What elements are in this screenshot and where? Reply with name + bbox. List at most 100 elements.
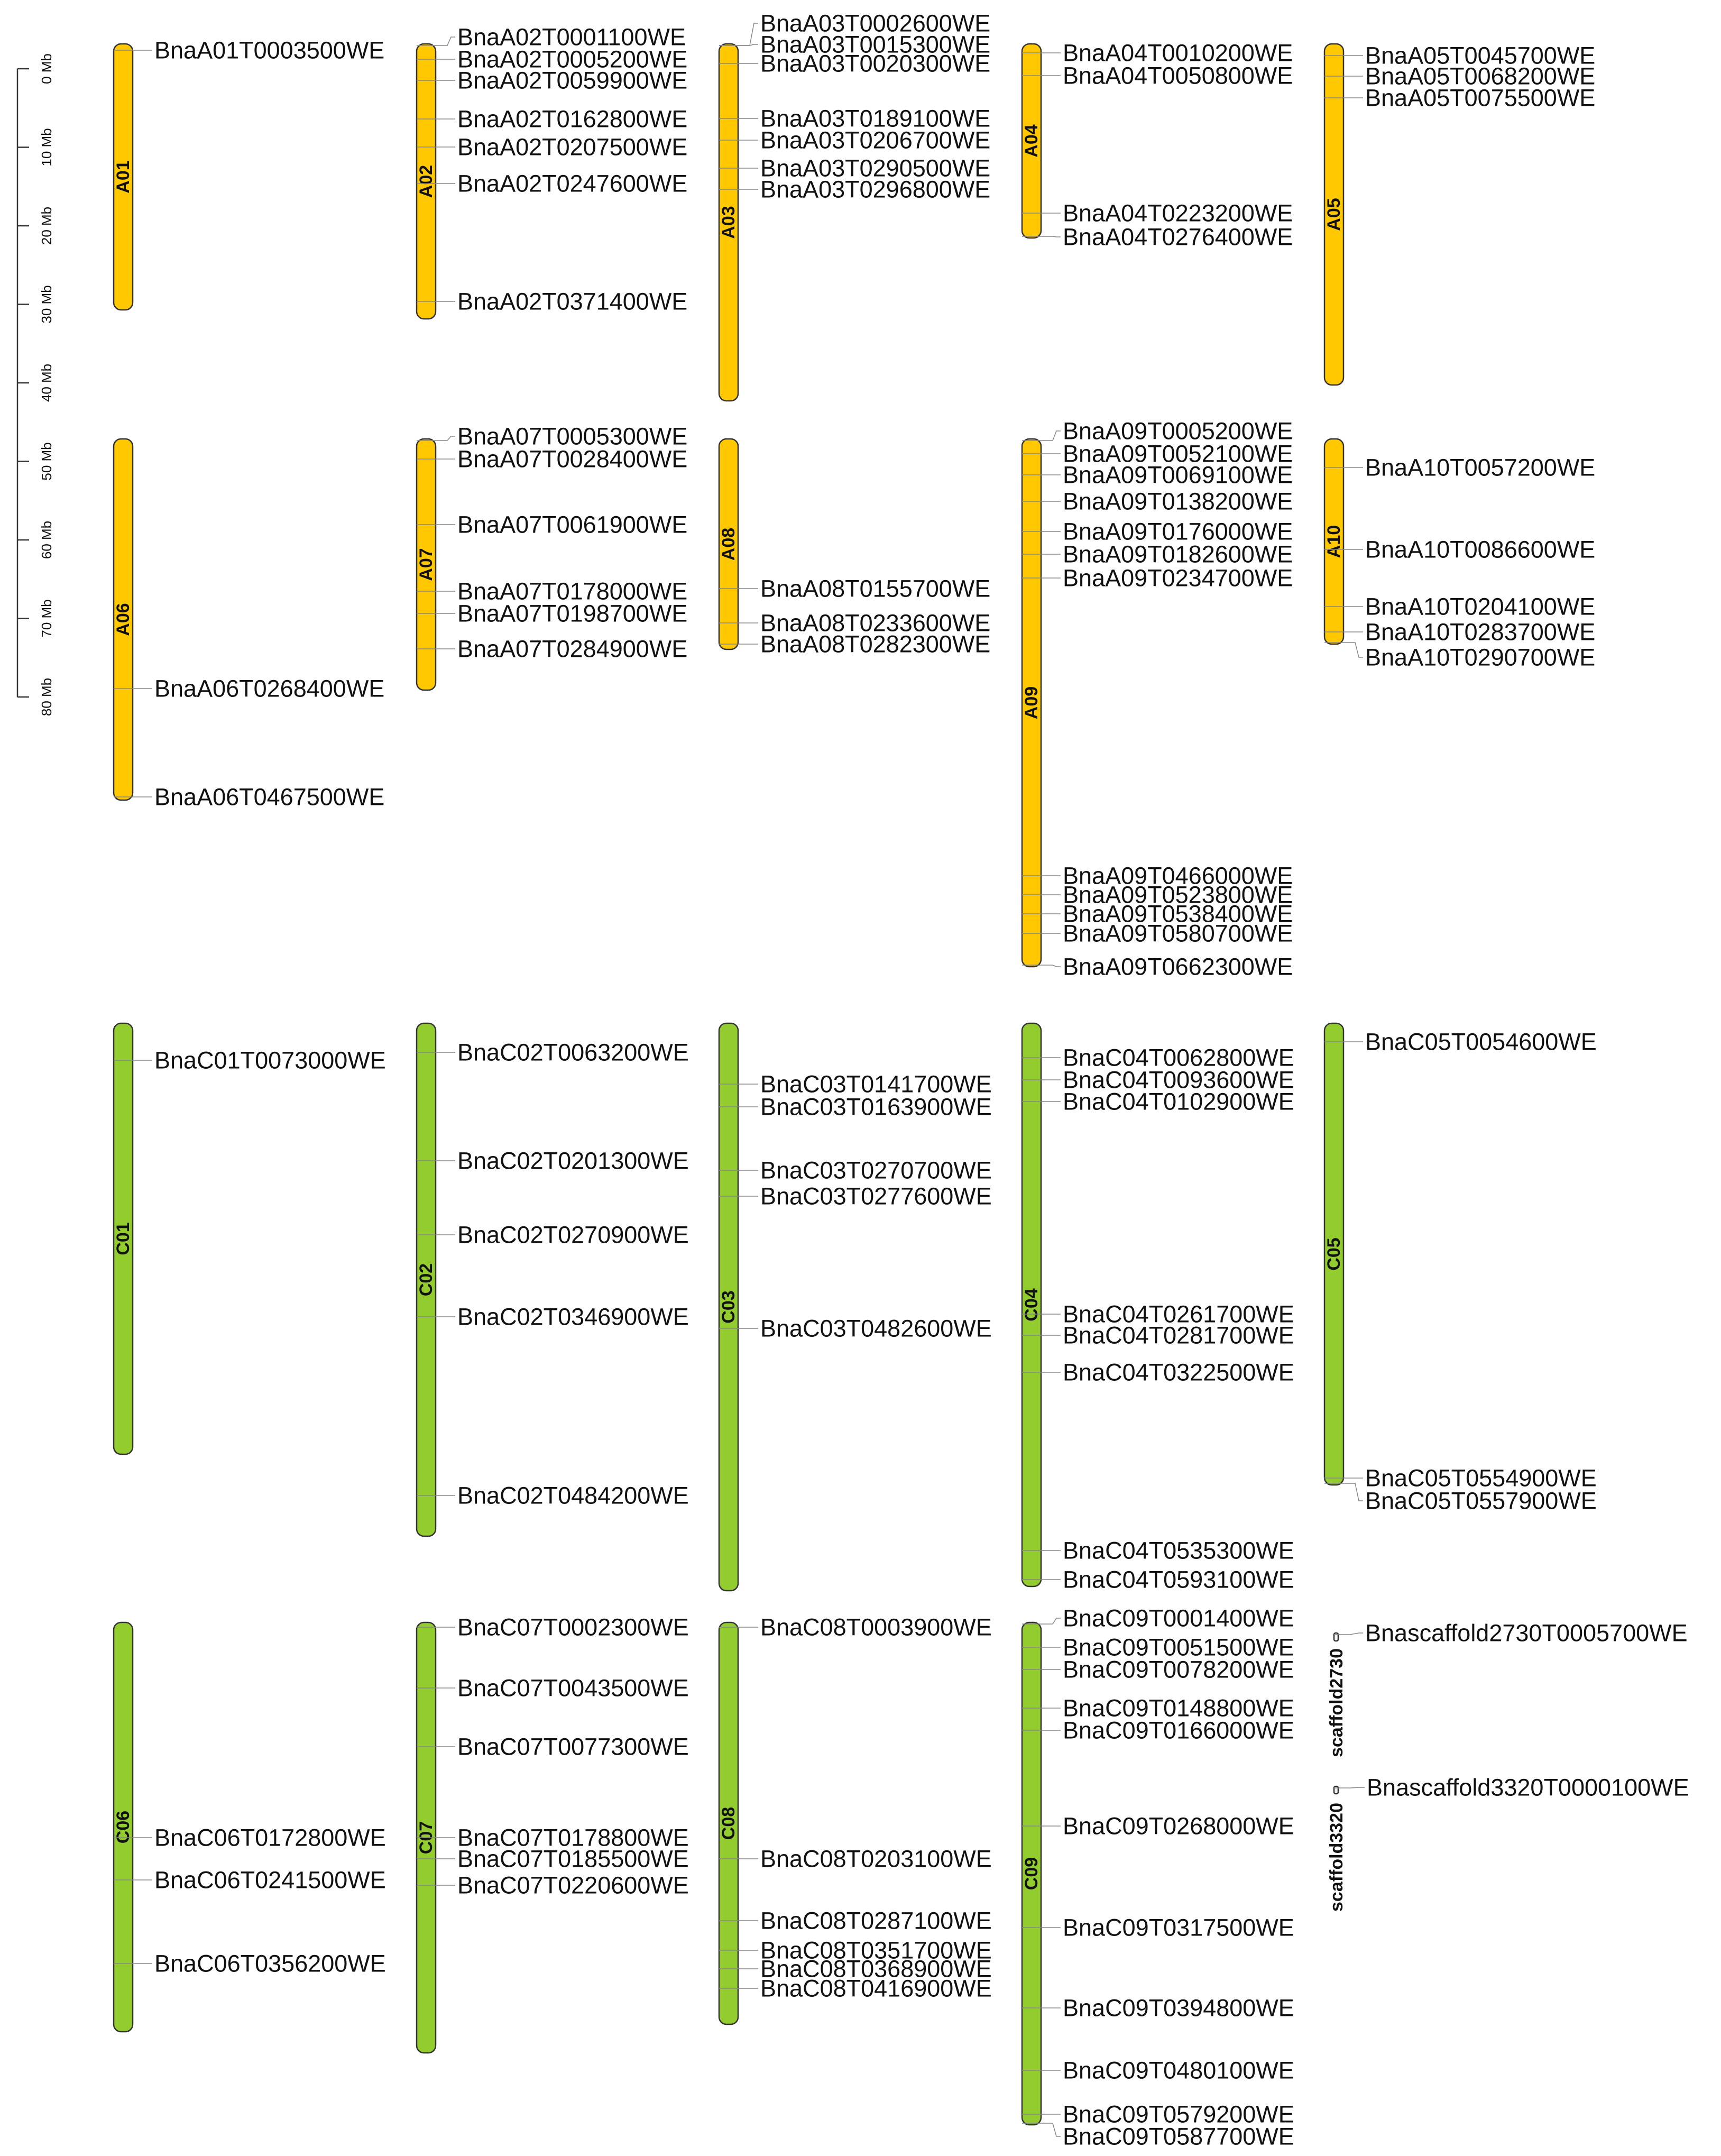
gene-label: BnaA03T0206700WE: [760, 127, 990, 154]
gene-label: BnaC09T0001400WE: [1063, 1605, 1294, 1632]
gene-label: BnaC08T0203100WE: [760, 1846, 992, 1873]
gene-label: BnaA01T0003500WE: [154, 37, 384, 64]
gene-label: BnaC08T0003900WE: [760, 1614, 992, 1641]
gene-label: BnaC08T0287100WE: [760, 1907, 992, 1934]
gene-connector: [738, 44, 758, 46]
chromosome-a02: A02BnaA02T0001100WEBnaA02T0005200WEBnaA0…: [416, 24, 687, 320]
gene-label: BnaC08T0351700WE: [760, 1937, 992, 1964]
gene-label: BnaC07T0002300WE: [457, 1614, 689, 1641]
gene-label: BnaC03T0482600WE: [760, 1315, 992, 1342]
gene-label: BnaC02T0063200WE: [457, 1039, 689, 1066]
chromosome-label: A06: [113, 603, 133, 636]
gene-label: BnaA02T0247600WE: [457, 170, 687, 197]
chromosome-label: A03: [719, 206, 739, 238]
chromosome-label: C04: [1021, 1288, 1042, 1321]
gene-label: BnaC04T0322500WE: [1063, 1359, 1294, 1386]
gene-label: BnaC09T0166000WE: [1063, 1717, 1294, 1744]
gene-label: BnaC06T0172800WE: [154, 1824, 386, 1851]
gene-label: BnaA03T0189100WE: [760, 105, 990, 132]
gene-connector: [1041, 430, 1061, 441]
chromosome-label: C01: [113, 1222, 133, 1255]
chromosome-c05: C05BnaC05T0054600WEBnaC05T0554900WEBnaC0…: [1323, 1022, 1597, 1515]
gene-connector: [1338, 1632, 1363, 1635]
chromosome-a04: A04BnaA04T0010200WEBnaA04T0050800WEBnaA0…: [1021, 40, 1293, 251]
chromosome-label: A04: [1021, 124, 1042, 157]
gene-label: BnaC06T0356200WE: [154, 1950, 386, 1977]
gene-label: BnaA09T0138200WE: [1063, 488, 1293, 515]
gene-label: BnaC03T0270700WE: [760, 1157, 992, 1184]
gene-label: BnaA02T0059900WE: [457, 67, 687, 94]
gene-connector: [1338, 1787, 1365, 1788]
gene-label: BnaC09T0394800WE: [1063, 1995, 1294, 2022]
gene-label: BnaA09T0182600WE: [1063, 541, 1293, 568]
gene-label: BnaA05T0075500WE: [1365, 85, 1595, 112]
gene-label: BnaA04T0223200WE: [1063, 200, 1293, 227]
chromosome-a05: A05BnaA05T0045700WEBnaA05T0068200WEBnaA0…: [1323, 42, 1595, 386]
gene-label: BnaA09T0662300WE: [1063, 953, 1293, 980]
gene-label: BnaC04T0093600WE: [1063, 1067, 1294, 1094]
chromosome-bar: [113, 43, 134, 311]
chromosome-bar: [1021, 1621, 1042, 2126]
gene-label: BnaA10T0086600WE: [1365, 536, 1595, 563]
chromosome-c04: C04BnaC04T0062800WEBnaC04T0093600WEBnaC0…: [1021, 1022, 1294, 1593]
gene-label: BnaA09T0052100WE: [1063, 441, 1293, 467]
gene-connector: [1343, 1483, 1363, 1501]
chromosome-label: scaffold3320: [1327, 1803, 1347, 1912]
gene-label: BnaC07T0077300WE: [457, 1733, 689, 1760]
gene-connector: [1041, 236, 1061, 237]
gene-connector: [1041, 965, 1061, 967]
gene-label: BnaA02T0371400WE: [457, 288, 687, 315]
scale-tick-label: 50 Mb: [39, 442, 54, 480]
chromosome-a03: A03BnaA03T0002600WEBnaA03T0015300WEBnaA0…: [718, 10, 990, 402]
gene-connector: [738, 23, 758, 46]
gene-label: BnaC04T0102900WE: [1063, 1088, 1294, 1115]
gene-label: BnaC07T0043500WE: [457, 1675, 689, 1702]
chromosome-label: C03: [719, 1290, 739, 1323]
chromosome-bar: [1021, 1022, 1042, 1588]
gene-label: BnaC09T0587700WE: [1063, 2123, 1294, 2150]
chromosome-bar: [416, 43, 437, 320]
chromosome-bar: [1333, 1785, 1339, 1795]
gene-label: BnaC03T0141700WE: [760, 1071, 992, 1098]
gene-label: BnaA09T0580700WE: [1063, 920, 1293, 947]
scale-tick-label: 0 Mb: [39, 53, 54, 84]
gene-label: BnaA10T0290700WE: [1365, 644, 1595, 671]
chromosome-bar: [1323, 438, 1345, 645]
chromosome-bar: [113, 438, 134, 801]
gene-label: BnaC09T0480100WE: [1063, 2057, 1294, 2084]
gene-label: BnaC02T0346900WE: [457, 1304, 689, 1331]
gene-label: BnaA03T0015300WE: [760, 31, 990, 58]
chromosome-label: A01: [113, 160, 133, 193]
gene-label: BnaA04T0050800WE: [1063, 62, 1293, 89]
chromosome-bar: [1021, 438, 1042, 968]
gene-connector: [436, 436, 455, 441]
chromosome-c07: C07BnaC07T0002300WEBnaC07T0043500WEBnaC0…: [416, 1614, 689, 2054]
chromosome-label: A10: [1324, 525, 1344, 558]
gene-connector: [1041, 1618, 1061, 1625]
chromosome-bar: [718, 1621, 739, 2025]
gene-label: BnaC02T0270900WE: [457, 1222, 689, 1249]
scale-tick-label: 10 Mb: [39, 128, 54, 166]
gene-label: BnaC05T0054600WE: [1365, 1029, 1597, 1056]
gene-label: BnaA02T0005200WE: [457, 46, 687, 73]
gene-label: BnaA06T0467500WE: [154, 784, 384, 811]
chromosome-a09: A09BnaA09T0005200WEBnaA09T0052100WEBnaA0…: [1021, 418, 1293, 980]
gene-label: BnaC08T0368900WE: [760, 1956, 992, 1983]
chromosome-label: C08: [719, 1807, 739, 1840]
chromosome-label: C06: [113, 1811, 133, 1843]
chromosome-c03: C03BnaC03T0141700WEBnaC03T0163900WEBnaC0…: [718, 1022, 992, 1592]
gene-label: BnaA03T0020300WE: [760, 50, 990, 77]
chromosome-bar: [718, 438, 739, 650]
gene-label: BnaA07T0198700WE: [457, 600, 687, 627]
gene-label: BnaA08T0233600WE: [760, 610, 990, 637]
chromosome-label: A07: [416, 548, 436, 581]
chromosome-label: A02: [416, 165, 436, 198]
scale-tick-label: 40 Mb: [39, 364, 54, 402]
gene-label: BnaC04T0261700WE: [1063, 1301, 1294, 1328]
gene-label: BnaC02T0201300WE: [457, 1148, 689, 1175]
